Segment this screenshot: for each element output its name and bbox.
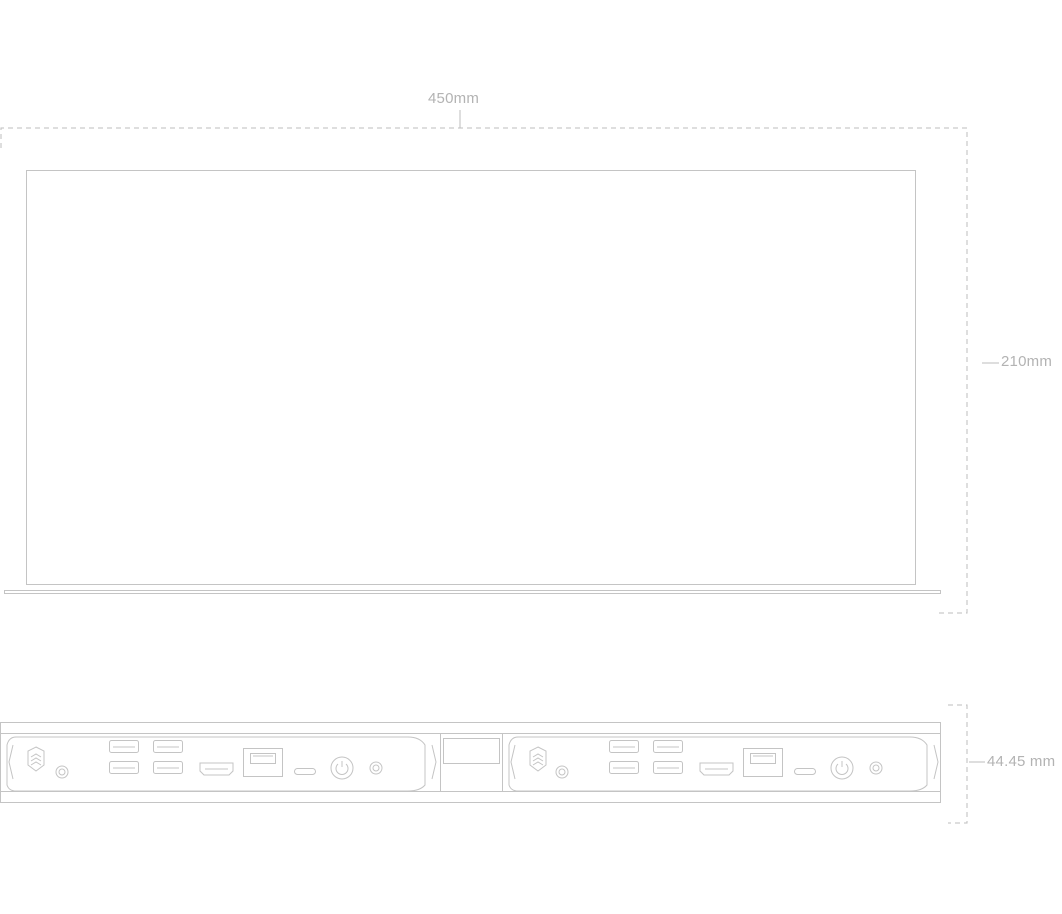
usb-a-port [109,761,139,774]
rack-height-dimension-label: 44.45 mm [987,753,1056,770]
rack-height-bracket [948,704,968,824]
ethernet-port [243,748,283,777]
logo-icon [27,746,45,772]
top-view-panel [26,170,916,585]
usb-a-port [109,740,139,753]
ethernet-port [743,748,783,777]
logo-icon [529,746,547,772]
top-view-base-plate [4,590,941,594]
right-module-bracket [508,736,928,792]
usb-c-port [794,768,816,775]
usb-a-port [153,761,183,774]
top-view-dimension-box [0,127,968,614]
round-port [369,761,383,775]
usb-a-port [609,740,639,753]
width-dimension-label: 450mm [428,90,480,107]
round-port [869,761,883,775]
usb-a-port [653,761,683,774]
hdmi-port [699,762,734,776]
center-bay [440,733,503,792]
height-dimension-label: 210mm [1001,353,1053,370]
power-button [830,756,854,780]
usb-a-port [653,740,683,753]
power-button [330,756,354,780]
usb-a-port [609,761,639,774]
hdmi-port [199,762,234,776]
left-module-bracket [6,736,426,792]
round-port [555,765,569,779]
usb-a-port [153,740,183,753]
left-module [6,736,437,792]
round-port [55,765,69,779]
usb-c-port [294,768,316,775]
right-module [508,736,939,792]
